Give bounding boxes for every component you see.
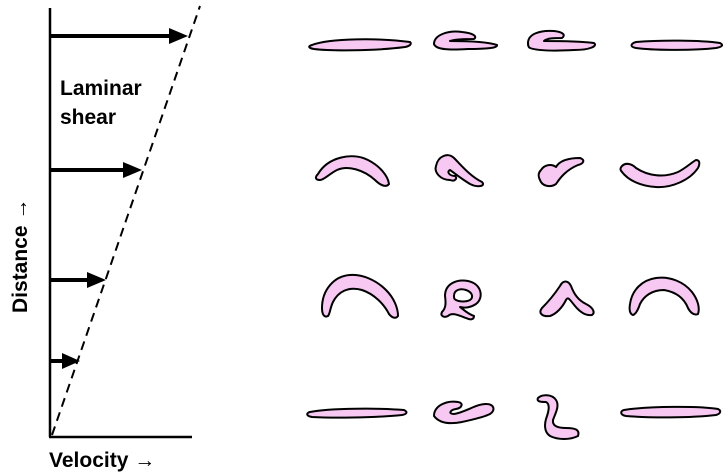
particle-row-1 xyxy=(308,29,724,52)
velocity-arrow xyxy=(50,353,80,369)
shear-profile-line xyxy=(51,5,201,436)
distance-axis-label: Distance → xyxy=(9,199,32,313)
particle-peak xyxy=(539,280,595,318)
laminar-label: Laminar xyxy=(60,77,142,100)
particle-smile xyxy=(619,159,701,189)
particle-z-fold xyxy=(536,394,580,440)
velocity-arrow xyxy=(50,28,188,44)
particle-hooked-rod xyxy=(527,29,596,52)
velocity-arrows xyxy=(50,28,188,369)
particle-flat-rod xyxy=(306,407,408,419)
particle-arch xyxy=(314,155,390,187)
axes xyxy=(48,8,192,439)
particle-tall-arch xyxy=(628,276,700,316)
particle-flat-rod xyxy=(620,405,722,419)
particle-row-4 xyxy=(306,394,722,440)
particle-flat-rod xyxy=(630,39,724,51)
particle-row-3 xyxy=(321,273,700,321)
velocity-arrow xyxy=(50,272,106,288)
particle-loop xyxy=(440,279,482,321)
particle-row-2 xyxy=(314,154,701,189)
particle-s-fold xyxy=(433,400,495,425)
particle-tall-arch xyxy=(321,273,399,319)
particle-hook xyxy=(537,157,585,188)
velocity-arrow xyxy=(50,162,142,178)
velocity-axis-label: Velocity → xyxy=(49,449,155,472)
particle-curl xyxy=(434,154,484,188)
particle-flat-rod xyxy=(308,38,412,52)
particle-folded-rod xyxy=(433,30,498,51)
shear-label-2: shear xyxy=(60,106,116,129)
